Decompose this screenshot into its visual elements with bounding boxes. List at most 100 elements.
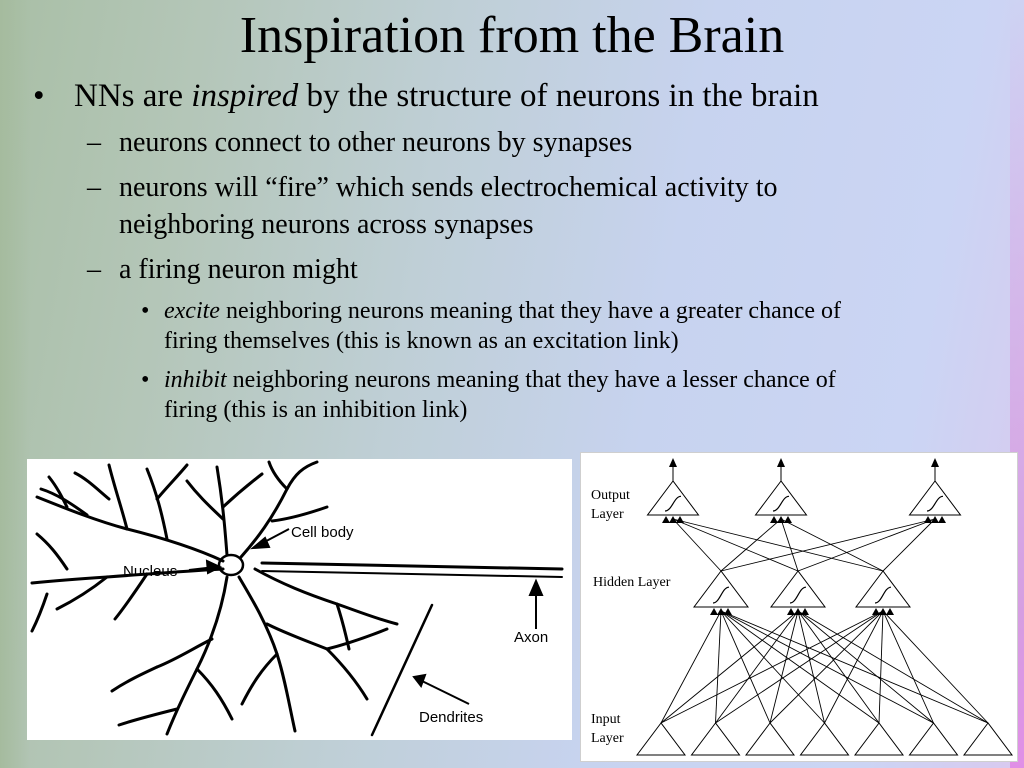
bullet-marker: • <box>33 78 45 114</box>
input-arrowhead-icon <box>669 516 677 523</box>
connection-input-hidden <box>720 610 771 724</box>
input-unit <box>690 722 741 756</box>
bullet-marker: • <box>141 298 150 324</box>
input-unit <box>854 722 904 756</box>
subbullet-synapses: neurons connect to other neurons by syna… <box>119 127 633 158</box>
input-arrowhead-icon <box>770 516 778 523</box>
bullet-nns-inspired: NNs are inspired by the structure of neu… <box>74 77 819 115</box>
network-connections <box>660 518 989 724</box>
input-layer-label-1: Input <box>591 712 621 727</box>
input-arrowhead-icon <box>924 516 932 523</box>
connection-input-hidden <box>769 610 884 724</box>
connection-hidden-output <box>672 518 799 572</box>
bullet-text: by the structure of neurons in the brain <box>298 78 819 114</box>
output-unit <box>908 480 962 516</box>
input-unit <box>636 722 686 756</box>
connection-hidden-output <box>672 518 884 572</box>
connection-hidden-output <box>720 518 936 572</box>
connection-input-hidden <box>660 610 722 724</box>
neuron-drawing: Cell body Nucleus Axon Dendrites <box>30 460 564 737</box>
output-layer-label-2: Layer <box>591 507 624 522</box>
input-arrowhead-icon <box>787 608 795 615</box>
subbullet-fire-line1: neurons will “fire” which sends electroc… <box>119 172 778 203</box>
input-arrowhead-icon <box>784 516 792 523</box>
connection-input-hidden <box>797 610 989 724</box>
inhibit-line1: inhibit neighboring neurons meaning that… <box>164 365 836 395</box>
connection-hidden-output <box>780 518 799 572</box>
slide-title: Inspiration from the Brain <box>239 7 785 64</box>
connection-input-hidden <box>720 610 934 724</box>
input-unit <box>963 722 1013 756</box>
output-arrow-icon <box>777 458 785 467</box>
input-arrowhead-icon <box>676 516 684 523</box>
connection-input-hidden <box>878 610 884 724</box>
subbullet-fire-line2: neighboring neurons across synapses <box>119 209 534 240</box>
connection-hidden-output <box>780 518 884 572</box>
emphasis-inhibit: inhibit <box>164 367 227 393</box>
sigmoid-icon <box>772 495 790 512</box>
axon-label: Axon <box>514 629 548 646</box>
connection-hidden-output <box>720 518 782 572</box>
dash-marker: – <box>87 254 101 285</box>
input-arrowhead-icon <box>931 516 939 523</box>
input-unit <box>799 722 850 756</box>
dendrites-label: Dendrites <box>419 709 483 726</box>
output-arrow-icon <box>669 458 677 467</box>
output-unit <box>754 480 808 516</box>
input-arrowhead-icon <box>879 608 887 615</box>
connection-input-hidden <box>882 610 934 724</box>
connection-input-hidden <box>769 610 799 724</box>
input-arrowhead-icon <box>794 608 802 615</box>
connection-input-hidden <box>824 610 884 724</box>
network-units <box>636 458 1013 756</box>
inhibit-text: neighboring neurons meaning that they ha… <box>226 367 836 393</box>
excite-line1: excite neighboring neurons meaning that … <box>164 296 841 326</box>
input-arrowhead-icon <box>938 516 946 523</box>
connection-input-hidden <box>882 610 989 724</box>
network-drawing: Output Layer Hidden Layer Input Layer <box>591 458 1013 756</box>
input-arrowhead-icon <box>777 516 785 523</box>
cell-body-label: Cell body <box>291 524 354 541</box>
connection-input-hidden <box>797 610 825 724</box>
input-arrowhead-icon <box>724 608 732 615</box>
inhibit-line2: firing (this is an inhibition link) <box>164 397 468 423</box>
sigmoid-icon <box>874 586 892 604</box>
connection-input-hidden <box>797 610 934 724</box>
connection-input-hidden <box>797 610 880 724</box>
input-arrowhead-icon <box>717 608 725 615</box>
sigmoid-icon <box>712 586 730 604</box>
emphasis-inspired: inspired <box>191 78 299 114</box>
input-arrowhead-icon <box>886 608 894 615</box>
connection-input-hidden <box>715 610 722 724</box>
hidden-unit <box>693 570 749 608</box>
hidden-unit <box>855 570 911 608</box>
input-arrowhead-icon <box>710 608 718 615</box>
connection-hidden-output <box>672 518 722 572</box>
input-arrowhead-icon <box>872 608 880 615</box>
input-arrowhead-icon <box>662 516 670 523</box>
hidden-layer-label: Hidden Layer <box>593 575 671 590</box>
connection-input-hidden <box>715 610 799 724</box>
output-layer-label-1: Output <box>591 488 630 503</box>
excite-line2: firing themselves (this is known as an e… <box>164 328 679 354</box>
output-unit <box>646 480 700 516</box>
slide-left-shade <box>0 0 30 768</box>
excite-text: neighboring neurons meaning that they ha… <box>219 298 842 324</box>
input-arrowhead-icon <box>801 608 809 615</box>
connection-input-hidden <box>660 610 799 724</box>
dash-marker: – <box>87 172 101 203</box>
sigmoid-icon <box>926 495 944 512</box>
connection-input-hidden <box>660 610 884 724</box>
connection-input-hidden <box>720 610 989 724</box>
neuron-diagram: Cell body Nucleus Axon Dendrites <box>27 459 572 740</box>
hidden-unit <box>770 570 826 608</box>
input-unit <box>745 722 795 756</box>
input-unit <box>908 722 959 756</box>
bullet-marker: • <box>141 367 150 393</box>
sigmoid-icon <box>664 495 682 512</box>
input-layer-label-2: Layer <box>591 731 624 746</box>
output-arrow-icon <box>931 458 939 467</box>
connection-hidden-output <box>882 518 936 572</box>
neural-network-diagram: Output Layer Hidden Layer Input Layer <box>580 452 1018 762</box>
sigmoid-icon <box>789 586 807 604</box>
